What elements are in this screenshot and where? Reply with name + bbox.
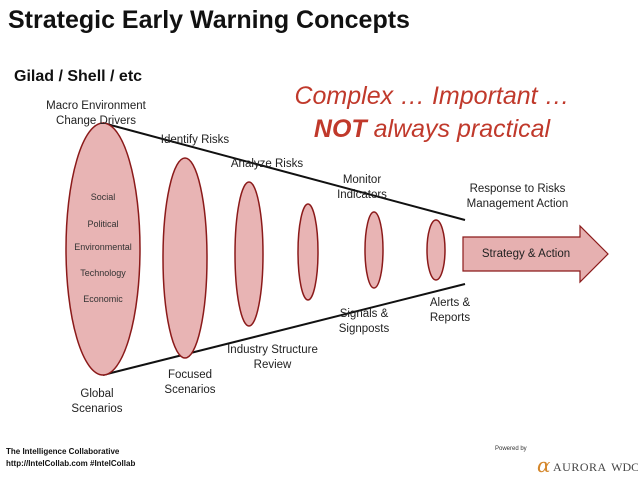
label-identify-risks: Identify Risks xyxy=(160,134,230,146)
callout: Complex … Important … NOT always practic… xyxy=(262,80,602,146)
label-analyze-risks: Analyze Risks xyxy=(230,158,304,170)
brand-name-wdc: WDC xyxy=(611,460,638,474)
ellipse-signals xyxy=(364,211,384,289)
label-alerts-line2: Reports xyxy=(429,312,471,324)
label-macro-line1: Macro Environment xyxy=(46,100,146,112)
label-global-line2: Scenarios xyxy=(71,403,123,415)
strategy-arrow xyxy=(462,224,609,284)
page-title: Strategic Early Warning Concepts xyxy=(8,6,410,34)
subtitle: Gilad / Shell / etc xyxy=(14,68,143,85)
footer-link[interactable]: http://IntelCollab.com #IntelCollab xyxy=(6,459,136,468)
ellipse-alerts xyxy=(426,219,446,281)
driver-social: Social xyxy=(90,192,116,202)
powered-by-label: Powered by xyxy=(495,446,527,452)
ellipse-monitor xyxy=(297,203,319,301)
label-response-to-risks: Response to Risks Management Action xyxy=(450,182,585,212)
brand-logo: AURORA WDC xyxy=(553,458,638,476)
label-focused-line1: Focused xyxy=(167,369,213,381)
label-monitor-line1: Monitor xyxy=(342,174,382,186)
label-global-scenarios: Global Scenarios xyxy=(57,387,137,417)
funnel-top-edge xyxy=(102,122,466,221)
label-industry-line1: Industry Structure xyxy=(227,344,318,356)
label-response-line2: Management Action xyxy=(466,198,569,210)
ellipse-industry xyxy=(234,181,264,327)
funnel-bottom-edge xyxy=(102,283,466,376)
ellipse-global xyxy=(65,122,141,376)
callout-line-2: NOT always practical xyxy=(262,113,602,146)
label-signals-signposts: Signals & Signposts xyxy=(324,307,404,337)
ellipse-focused xyxy=(162,157,208,359)
label-strategy-action: Strategy & Action xyxy=(481,248,571,260)
footer-org: The Intelligence Collaborative xyxy=(6,447,120,456)
driver-political: Political xyxy=(87,219,119,229)
driver-technology: Technology xyxy=(80,268,126,278)
footer: The Intelligence Collaborative http://In… xyxy=(6,446,135,470)
callout-not: NOT xyxy=(313,115,367,143)
label-signals-line1: Signals & xyxy=(339,308,389,320)
label-alerts-reports: Alerts & Reports xyxy=(415,296,485,326)
callout-line-1: Complex … Important … xyxy=(294,82,570,110)
driver-environmental: Environmental xyxy=(74,242,132,252)
label-global-line1: Global xyxy=(80,388,114,400)
label-alerts-line1: Alerts & xyxy=(429,297,471,309)
callout-rest: always practical xyxy=(366,115,551,143)
brand-name-aurora: AURORA xyxy=(553,460,607,474)
label-monitor-indicators: Monitor Indicators xyxy=(322,173,402,203)
label-macro-line2: Change Drivers xyxy=(56,115,136,127)
label-response-line1: Response to Risks xyxy=(469,183,566,195)
label-industry-structure: Industry Structure Review xyxy=(210,343,335,373)
label-industry-line2: Review xyxy=(253,359,292,371)
label-monitor-line2: Indicators xyxy=(337,189,387,201)
driver-economic: Economic xyxy=(83,294,123,304)
label-focused-line2: Scenarios xyxy=(164,384,216,396)
brand-symbol: α xyxy=(537,453,551,477)
label-signals-line2: Signposts xyxy=(338,323,390,335)
label-macro-environment: Macro Environment Change Drivers xyxy=(26,99,166,129)
label-focused-scenarios: Focused Scenarios xyxy=(150,368,230,398)
